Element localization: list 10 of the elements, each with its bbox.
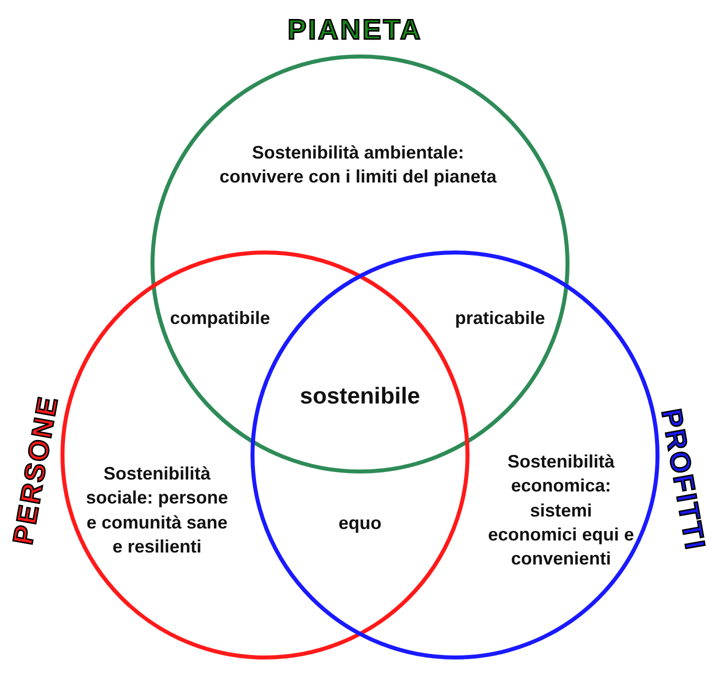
- circle-heading: PIANETA: [288, 14, 422, 46]
- circle-description: Sostenibilità economica: sistemi economici equi e convenienti: [486, 450, 636, 570]
- circle-description: Sostenibilità ambientale: convivere con i limiti del pianeta: [218, 142, 498, 189]
- overlap-label: equo: [338, 512, 382, 535]
- overlap-label: compatibile: [170, 306, 270, 330]
- overlap-label: praticabile: [454, 306, 546, 330]
- overlap-label: sostenibile: [300, 381, 420, 410]
- circle-description: Sostenibilità sociale: persone e comunità sane e resilienti: [84, 462, 230, 558]
- circle-heading: PERSONE: [7, 392, 65, 548]
- circle-heading: PROFITTI: [654, 406, 712, 554]
